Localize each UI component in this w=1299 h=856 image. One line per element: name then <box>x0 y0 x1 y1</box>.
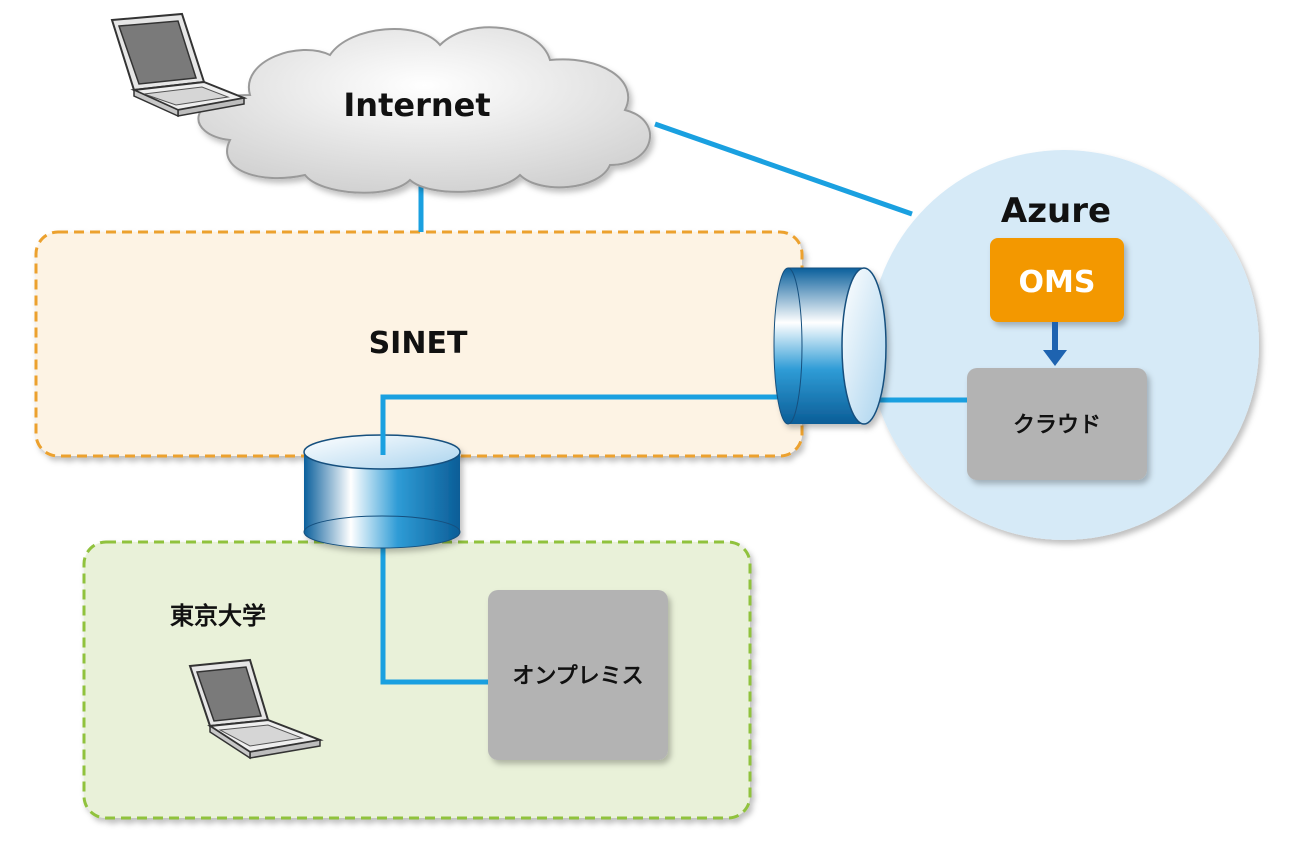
azure-region <box>869 150 1259 540</box>
cloud-server-box <box>967 368 1147 480</box>
onprem-label: オンプレミス <box>512 664 643 689</box>
laptop-icon <box>110 12 248 118</box>
laptop-icon-university <box>188 658 324 760</box>
internet-label: Internet <box>343 86 490 124</box>
azure-label: Azure <box>1001 191 1111 231</box>
cloud-label: クラウド <box>1013 413 1101 438</box>
arrow-oms-to-cloud <box>1043 322 1067 366</box>
internet-cloud <box>197 26 652 194</box>
link-univ-onprem <box>380 548 490 685</box>
sinet-label: SINET <box>369 326 468 361</box>
oms-label: OMS <box>1019 265 1096 300</box>
university-label: 東京大学 <box>170 602 266 630</box>
router-icon-sinet-azure <box>773 267 887 425</box>
oms-box <box>990 238 1124 322</box>
link-internet-azure <box>654 121 913 217</box>
onprem-server-box <box>488 590 668 760</box>
